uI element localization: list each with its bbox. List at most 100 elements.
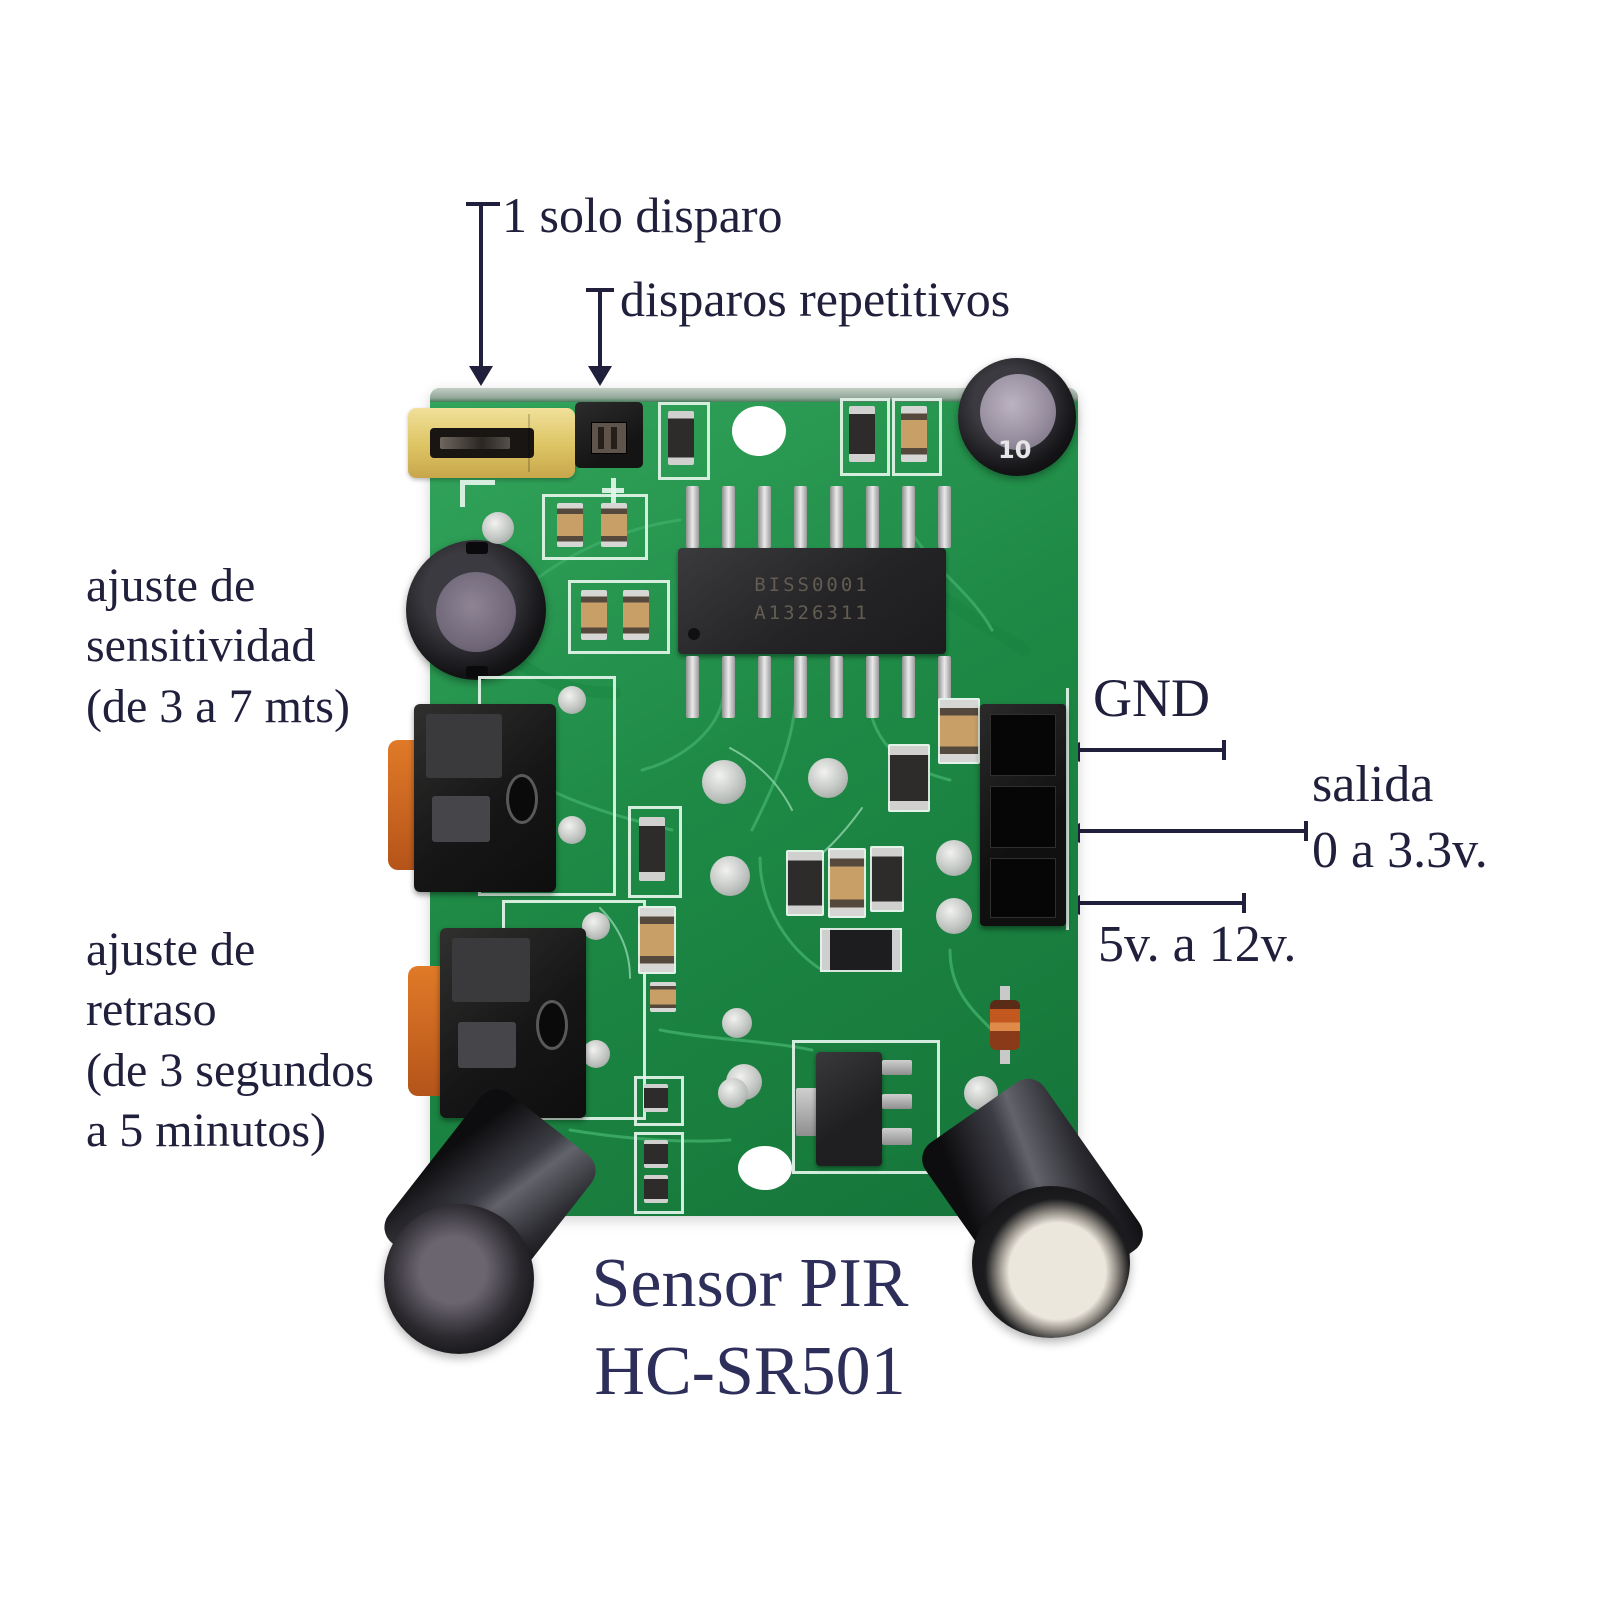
smd-resistor <box>870 846 904 912</box>
smd-capacitor <box>650 982 676 1012</box>
ic-pin <box>686 656 699 718</box>
pot-adjust-hole <box>536 1000 568 1050</box>
diode-lead <box>1000 986 1010 1000</box>
capacitor-face <box>384 1204 534 1354</box>
ic-pins-top <box>686 486 954 548</box>
label-delay: ajuste de retraso (de 3 segundos a 5 min… <box>86 923 374 1158</box>
arrow-head-down-icon <box>588 366 612 386</box>
capacitor-top-right: 10 <box>958 358 1076 476</box>
title-line2: HC-SR501 <box>594 1333 906 1410</box>
ic-marking-line2: A1326311 <box>754 602 870 624</box>
solder-joint <box>808 758 848 798</box>
solder-joint <box>482 512 514 544</box>
ic-pin <box>758 656 771 718</box>
label-single-shot: 1 solo disparo <box>502 187 783 243</box>
arrow-tick <box>1304 821 1308 841</box>
smd-resistor <box>601 503 627 547</box>
pcb-board: 10 BISS0001 A1326311 <box>376 358 1151 1354</box>
smd-group <box>840 396 942 476</box>
header-pin-gnd <box>990 714 1056 776</box>
smd-resistor <box>938 698 980 764</box>
smd-outline <box>634 1132 684 1214</box>
regulator-pin <box>882 1094 912 1109</box>
label-output-line1: salida <box>1312 756 1434 813</box>
diode <box>986 986 1026 1064</box>
pot-metal <box>458 1022 516 1068</box>
capacitor-bottom-left <box>376 1081 610 1364</box>
smd-resistor <box>638 906 676 974</box>
header-pin-out <box>990 786 1056 848</box>
ic-biss0001: BISS0001 A1326311 <box>678 548 946 654</box>
smd-resistor <box>668 411 694 465</box>
label-sensitivity: ajuste de sensitividad (de 3 a 7 mts) <box>86 559 350 733</box>
pin-shadow <box>611 427 617 449</box>
solder-joint <box>558 816 586 844</box>
smd-resistor <box>828 848 866 918</box>
solder-joint <box>936 840 972 876</box>
ic-pin <box>722 486 735 548</box>
regulator-tab <box>796 1088 818 1136</box>
pot-face <box>426 714 502 778</box>
arrow-tick <box>1222 740 1226 760</box>
diode-body <box>990 1000 1020 1050</box>
arrow-line <box>479 202 483 370</box>
ic-pin1-dot <box>688 628 700 640</box>
ic-pin <box>902 656 915 718</box>
mounting-hole <box>732 406 786 456</box>
smd-resistor <box>644 1140 668 1168</box>
arrow-head-down-icon <box>469 366 493 386</box>
arrow-line <box>598 288 602 370</box>
label-gnd: GND <box>1093 668 1210 728</box>
arrow-line <box>1078 829 1306 833</box>
cap-notch <box>466 542 488 554</box>
solder-joint <box>702 760 746 804</box>
ic-pin <box>938 486 951 548</box>
capacitor-top <box>436 572 516 652</box>
smd-outline <box>634 1076 684 1126</box>
arrow-tick <box>466 202 500 206</box>
regulator-pin <box>882 1060 912 1075</box>
jumper-cap-yellow <box>408 408 575 478</box>
ic-marking-line1: BISS0001 <box>754 574 870 596</box>
smd-resistor <box>849 406 875 462</box>
figure-title: Sensor PIR HC-SR501 <box>400 1240 1100 1416</box>
smd-resistor <box>644 1175 668 1203</box>
silkscreen-edge-line <box>1066 688 1069 930</box>
diode-lead <box>1000 1050 1010 1064</box>
jumper-slot <box>430 428 534 458</box>
solder-joint <box>936 898 972 934</box>
ic-pin <box>794 486 807 548</box>
ic-pin <box>866 656 879 718</box>
mounting-hole <box>738 1146 792 1190</box>
pot-delay <box>440 928 586 1118</box>
pot-sensitivity <box>414 704 556 892</box>
label-output-line2: 0 a 3.3v. <box>1312 822 1488 879</box>
capacitor-left <box>406 540 546 680</box>
ic-pin <box>722 656 735 718</box>
solder-joint <box>718 1078 748 1108</box>
smd-outline <box>568 580 670 654</box>
header-pin-vcc <box>990 858 1056 918</box>
ic-pins-bottom <box>686 656 954 718</box>
smd-resistor <box>557 503 583 547</box>
smd-resistor <box>786 850 824 916</box>
silkscreen-plus-mark <box>602 478 624 504</box>
solder-joint <box>582 1040 610 1068</box>
pot-adjust-hole <box>506 774 538 824</box>
jumper-pin <box>440 437 510 449</box>
arrow-tick <box>1242 893 1246 913</box>
ic-pin <box>830 486 843 548</box>
label-repetitive: disparos repetitivos <box>620 271 1011 327</box>
smd-resistor <box>901 406 927 462</box>
smd-resistor <box>639 817 665 881</box>
smd-outline <box>658 402 710 480</box>
arrow-line <box>1078 901 1244 905</box>
smd-resistor <box>888 744 930 812</box>
jumper-split-line <box>528 414 530 472</box>
pin-shadow <box>598 427 604 449</box>
smd-resistor-wide <box>820 928 902 972</box>
capacitor-top <box>980 374 1056 450</box>
pot-metal <box>432 796 490 842</box>
header-3pin <box>980 704 1066 926</box>
